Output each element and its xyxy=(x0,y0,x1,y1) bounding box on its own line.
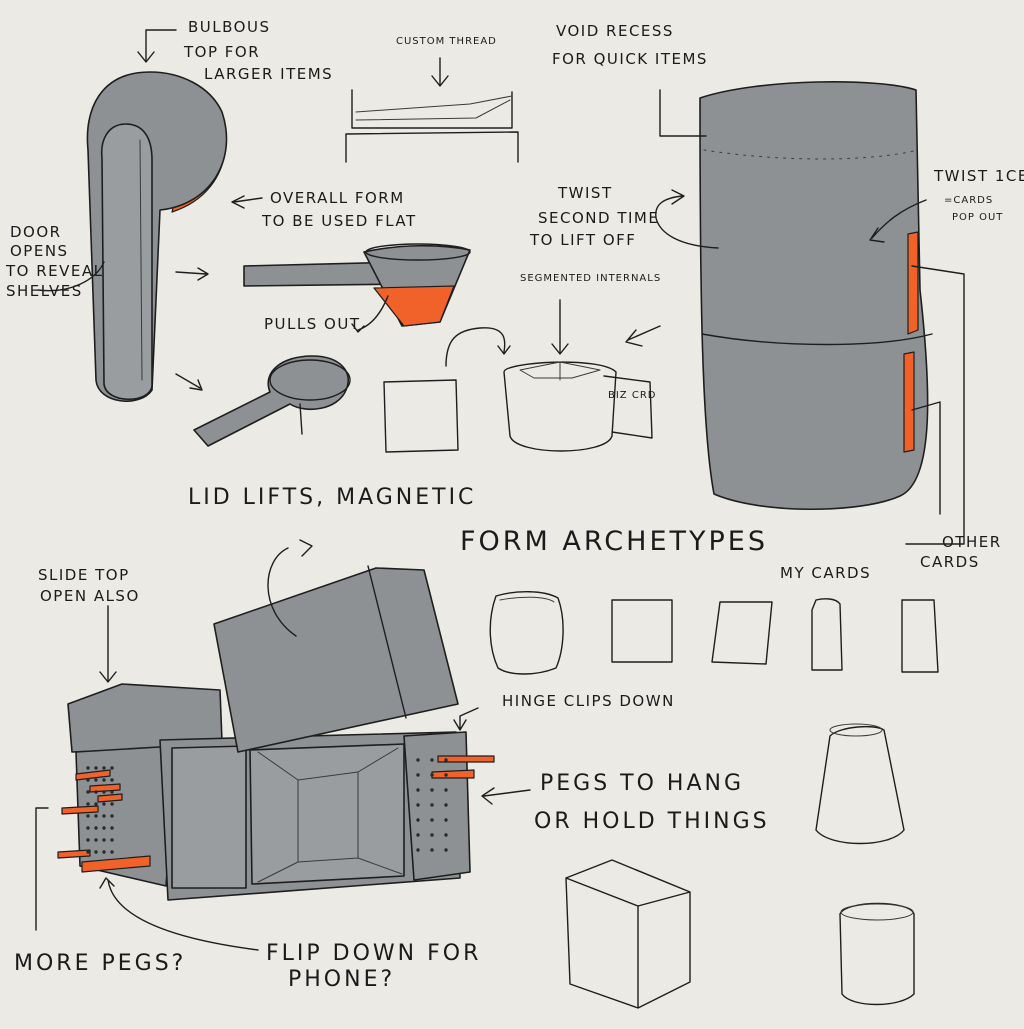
peg-hole xyxy=(444,773,448,777)
note-bulbous-3: LARGER ITEMS xyxy=(204,65,333,83)
peg-hole xyxy=(94,814,98,818)
note-void-recess-2: FOR QUICK ITEMS xyxy=(552,50,708,68)
card-cylinder-sketch xyxy=(655,81,965,545)
note-twist-once-2: =CARDS xyxy=(944,195,993,206)
peg-hole xyxy=(86,814,90,818)
peg-hole xyxy=(110,766,114,770)
peg-hole xyxy=(102,802,106,806)
note-flip-down-2: PHONE? xyxy=(288,967,395,992)
annotations: BULBOUS TOP FOR LARGER ITEMS CUSTOM THRE… xyxy=(5,18,1024,992)
note-twist-second-3: TO LIFT OFF xyxy=(529,231,636,249)
peg-hole xyxy=(430,803,434,807)
peg-box-sketch xyxy=(35,539,531,951)
peg-hole xyxy=(86,802,90,806)
note-flip-down-1: FLIP DOWN FOR xyxy=(266,941,481,966)
pull-out-scoop-sketch xyxy=(243,243,471,333)
peg-hole xyxy=(110,802,114,806)
note-my-cards: MY CARDS xyxy=(780,564,871,582)
note-pulls-out: PULLS OUT xyxy=(264,315,360,333)
peg-hole xyxy=(416,833,420,837)
peg-hole xyxy=(110,850,114,854)
note-hinge-clips: HINGE CLIPS DOWN xyxy=(502,692,675,710)
note-door-1: DOOR xyxy=(10,223,62,241)
peg-hole xyxy=(430,788,434,792)
peg-hole xyxy=(94,778,98,782)
peg-hole xyxy=(86,850,90,854)
peg-hole xyxy=(416,818,420,822)
note-pegs-1: PEGS TO HANG xyxy=(540,771,744,796)
note-lid-lifts: LID LIFTS, MAGNETIC xyxy=(188,485,476,510)
form-archetypes xyxy=(489,591,939,1009)
peg-hole xyxy=(94,838,98,842)
peg-hole xyxy=(110,814,114,818)
note-slide-top-1: SLIDE TOP xyxy=(38,566,130,584)
note-void-recess-1: VOID RECESS xyxy=(556,22,674,40)
peg-hole xyxy=(110,778,114,782)
note-custom-thread: CUSTOM THREAD xyxy=(396,36,497,47)
peg-hole xyxy=(430,833,434,837)
peg-hole xyxy=(444,758,448,762)
peg-hole xyxy=(86,838,90,842)
note-biz-card: BIZ CRD xyxy=(608,390,656,401)
peg-hole xyxy=(430,848,434,852)
peg-hole xyxy=(416,788,420,792)
pan-handle-sketch xyxy=(193,355,351,447)
peg-hole xyxy=(102,778,106,782)
note-other-cards-1: OTHER xyxy=(942,533,1002,551)
peg-hole xyxy=(416,758,420,762)
bulbous-form-sketch xyxy=(86,71,228,402)
note-twist-once-3: POP OUT xyxy=(952,212,1003,223)
peg-hole xyxy=(94,802,98,806)
peg-hole xyxy=(110,838,114,842)
peg-hole xyxy=(444,818,448,822)
note-pegs-2: OR HOLD THINGS xyxy=(534,809,770,834)
peg-hole xyxy=(102,790,106,794)
note-overall-form-2: TO BE USED FLAT xyxy=(261,212,417,230)
heading-form-archetypes: FORM ARCHETYPES xyxy=(460,526,768,557)
note-bulbous-1: BULBOUS xyxy=(188,18,270,36)
peg-hole xyxy=(110,826,114,830)
peg-hole xyxy=(430,818,434,822)
peg-hole xyxy=(110,790,114,794)
cube-cup-sketch xyxy=(383,299,661,453)
peg-hole xyxy=(94,850,98,854)
peg-hole xyxy=(102,838,106,842)
peg-hole xyxy=(416,848,420,852)
note-bulbous-2: TOP FOR xyxy=(183,43,260,61)
note-segmented: SEGMENTED INTERNALS xyxy=(520,273,661,284)
note-twist-once-1: TWIST 1CE xyxy=(933,167,1024,185)
peg-hole xyxy=(86,766,90,770)
peg-hole xyxy=(444,803,448,807)
note-more-pegs: MORE PEGS? xyxy=(14,951,186,976)
note-door-2: OPENS xyxy=(10,242,69,260)
peg-hole xyxy=(430,773,434,777)
peg-hole xyxy=(94,790,98,794)
peg-hole xyxy=(102,826,106,830)
peg-hole xyxy=(102,814,106,818)
note-door-3: TO REVEAL xyxy=(5,262,104,280)
note-twist-second-2: SECOND TIME xyxy=(538,209,659,227)
peg-hole xyxy=(102,766,106,770)
peg-hole xyxy=(94,766,98,770)
note-slide-top-2: OPEN ALSO xyxy=(40,587,140,605)
peg-hole xyxy=(416,803,420,807)
peg-hole xyxy=(94,826,98,830)
peg-hole xyxy=(86,790,90,794)
peg-hole xyxy=(102,850,106,854)
note-twist-second-1: TWIST xyxy=(557,184,613,202)
peg-hole xyxy=(444,833,448,837)
peg-hole xyxy=(444,788,448,792)
peg-hole xyxy=(86,778,90,782)
peg-hole xyxy=(430,758,434,762)
peg-hole xyxy=(416,773,420,777)
peg-hole xyxy=(444,848,448,852)
peg-hole xyxy=(86,826,90,830)
note-other-cards-2: CARDS xyxy=(920,553,980,571)
thread-lid-sketch xyxy=(345,57,519,163)
note-overall-form-1: OVERALL FORM xyxy=(270,189,405,207)
